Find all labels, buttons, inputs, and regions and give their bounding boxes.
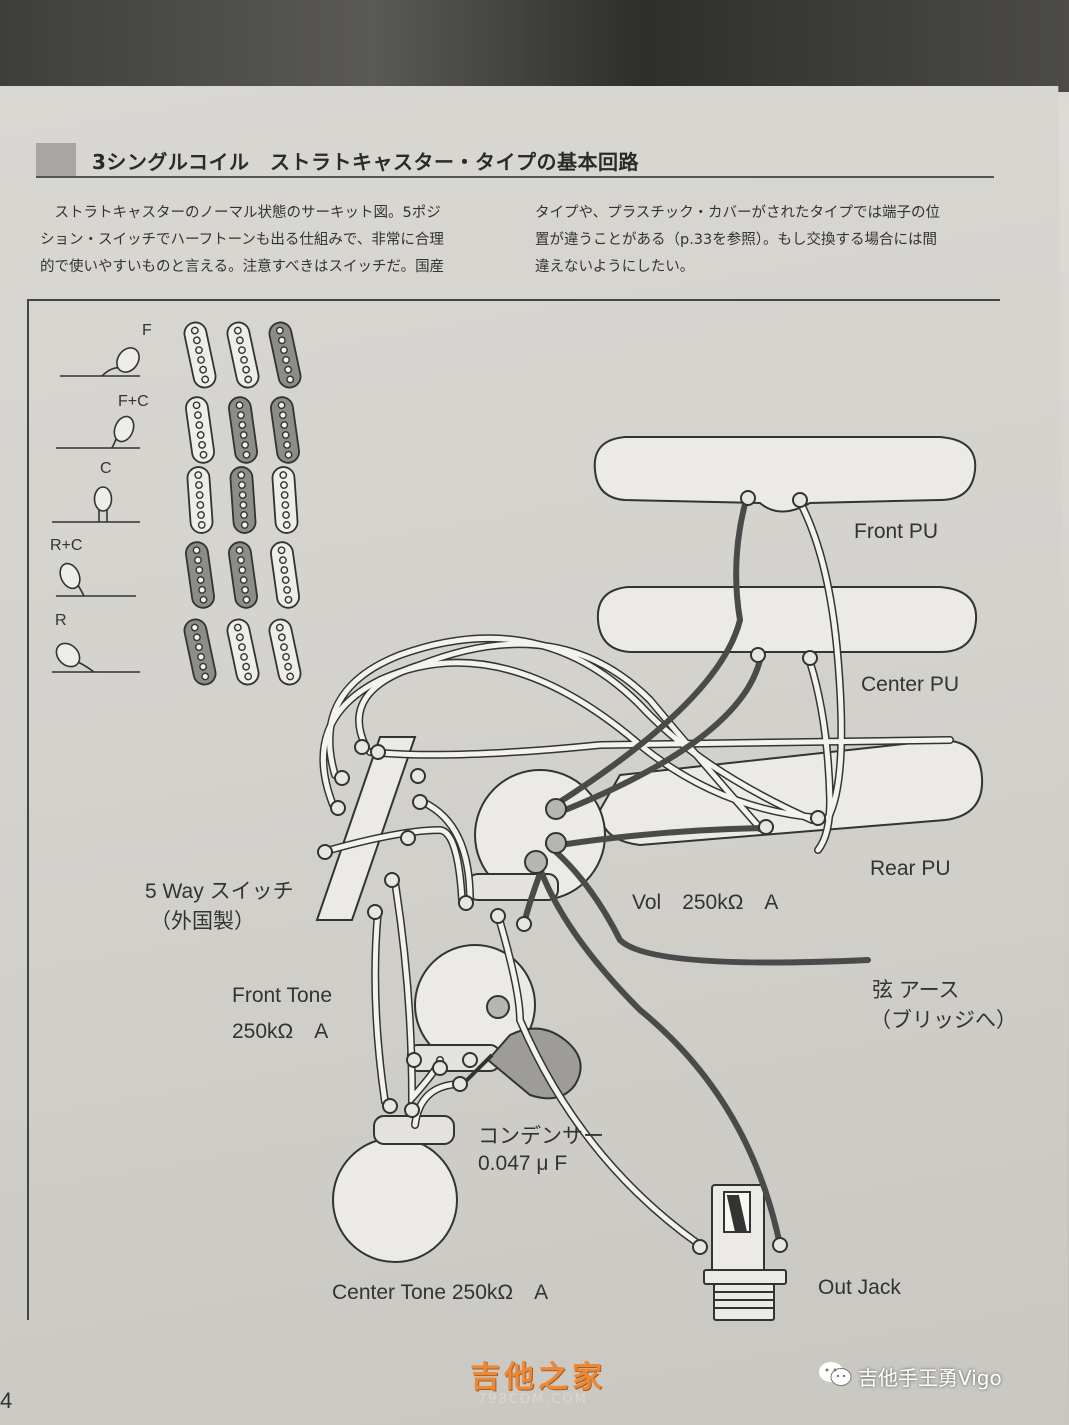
front-tone-label: Front Tone (232, 984, 333, 1007)
capacitor (463, 1027, 582, 1100)
pickup-state-off (226, 618, 260, 686)
pickup-state-on (228, 541, 258, 609)
center-tone-pot (332, 1137, 458, 1263)
front-pickup (593, 436, 977, 513)
five-way-switch (315, 736, 417, 921)
pickup-state-off (185, 396, 215, 464)
pickup-state-off (270, 541, 300, 609)
pickup-state-off (268, 618, 302, 686)
lever-f (60, 347, 140, 377)
lever-r (52, 642, 140, 673)
switch-label: 5 Way スイッチ (145, 880, 294, 903)
center-tone-label: Center Tone 250kΩ A (332, 1281, 549, 1304)
pickup-state-off (226, 321, 260, 389)
page-number: 4 (0, 1388, 13, 1413)
front-tone-value-label: 250kΩ A (232, 1020, 329, 1043)
pickup-state-off (186, 466, 214, 534)
lever-r-c (56, 562, 136, 597)
legend-label-f: F (142, 322, 152, 339)
switch-legend (52, 347, 140, 673)
switch-origin-label: （外国製） (150, 910, 255, 933)
capacitor-value-label: 0.047 μ F (478, 1152, 568, 1175)
dark-background (0, 0, 1069, 92)
front-pu-label: Front PU (854, 520, 939, 543)
pickup-state-off (271, 466, 299, 534)
wechat-icon (819, 1362, 852, 1386)
pickup-state-on (268, 321, 302, 389)
legend-label-r: R (55, 612, 67, 629)
capacitor-label: コンデンサー (478, 1125, 604, 1148)
lever-f-c (56, 415, 140, 449)
rear-pu-label: Rear PU (870, 857, 951, 880)
ground-label: 弦 アース (872, 979, 960, 1002)
pickup-state-on (185, 541, 215, 609)
pickups (593, 436, 984, 847)
legend-label-r-c: R+C (50, 537, 83, 554)
pickup-state-on (270, 396, 300, 464)
section-heading: 3シングルコイル ストラトキャスター・タイプの基本回路 (92, 150, 640, 174)
legend-label-f-c: F+C (118, 393, 149, 410)
pickup-state-on (183, 618, 217, 686)
watermark-account: 吉他手王勇Vigo (858, 1366, 1002, 1390)
output-jack (703, 1184, 787, 1321)
pickup-state-on (228, 396, 258, 464)
legend-label-c: C (100, 460, 112, 477)
pickup-state-off (183, 321, 217, 389)
pickup-legend (183, 321, 302, 686)
solder-joints (317, 490, 826, 1255)
diagram-frame (27, 299, 1000, 1320)
heading-rule (36, 176, 994, 178)
body-text-right: タイプや、プラスチック・カバーがされたタイプでは端子の位 置が違うことがある（p… (535, 205, 940, 275)
watermark-site-name: 吉他之家 (470, 1360, 606, 1395)
vol-label: Vol 250kΩ A (632, 891, 779, 914)
lever-c (52, 486, 140, 523)
out-jack-label: Out Jack (818, 1276, 901, 1299)
center-pu-label: Center PU (861, 673, 960, 696)
body-text-left: ストラトキャスターのノーマル状態のサーキット図。5ポジ ション・スイッチでハーフ… (40, 205, 445, 275)
rear-pickup (598, 738, 984, 847)
ground-joints (524, 798, 567, 874)
pickup-state-on (229, 466, 257, 534)
watermark-site-url: 798COM.COM (478, 1392, 588, 1407)
heading-marker (36, 143, 76, 176)
center-pickup (596, 586, 978, 653)
ground-sub-label: （ブリッジへ） (870, 1009, 1017, 1032)
